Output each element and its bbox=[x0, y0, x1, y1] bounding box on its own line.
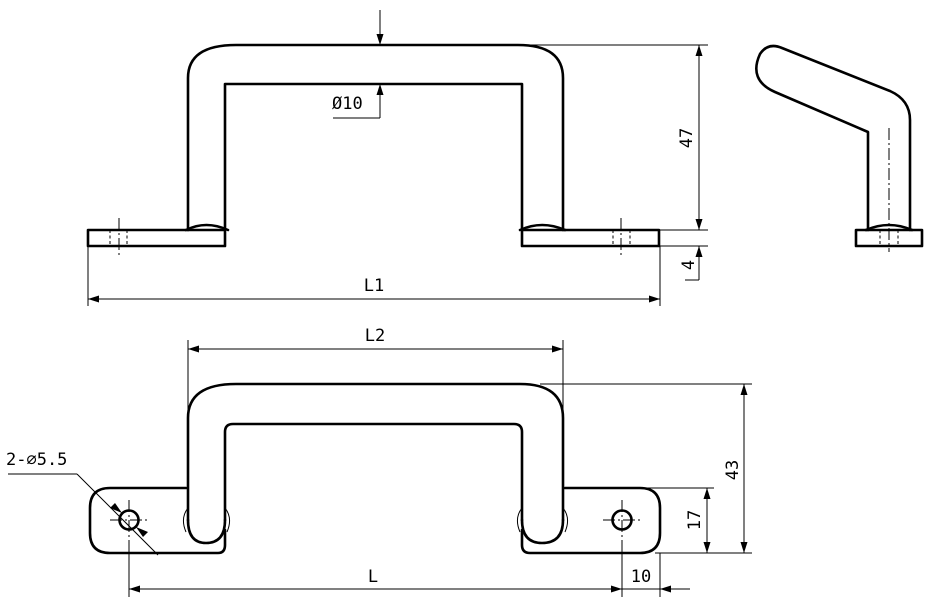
side-handle-outline bbox=[755, 44, 912, 232]
l-dimension: L bbox=[128, 540, 623, 597]
top-base-plate bbox=[88, 486, 662, 555]
top-right-weld-left bbox=[516, 507, 523, 533]
side-weld bbox=[864, 223, 914, 232]
hole-spec-label: 2-⌀5.5 bbox=[6, 450, 67, 470]
diameter-label: Ø10 bbox=[332, 94, 363, 114]
edge-10-dimension: 10 bbox=[622, 553, 690, 597]
l1-dimension: L1 bbox=[87, 246, 661, 306]
hole-spec-leader: 2-⌀5.5 bbox=[6, 450, 159, 556]
l1-label: L1 bbox=[364, 276, 384, 296]
top-handle-outer bbox=[186, 382, 565, 522]
l2-label: L2 bbox=[365, 326, 385, 346]
l-label: L bbox=[368, 567, 378, 587]
front-handle-inner bbox=[223, 82, 524, 230]
front-left-weld bbox=[184, 223, 230, 232]
l2-dimension: L2 bbox=[187, 326, 564, 418]
top-right-leg-end bbox=[520, 518, 565, 545]
foot-17-dimension: 17 bbox=[640, 487, 714, 553]
thickness-label: 4 bbox=[679, 260, 699, 270]
front-right-weld bbox=[518, 223, 567, 232]
side-flange bbox=[854, 228, 924, 248]
foot-17-label: 17 bbox=[685, 510, 705, 530]
top-left-leg-end bbox=[186, 518, 227, 545]
top-right-weld-right bbox=[562, 507, 569, 533]
thickness-dimension: 4 bbox=[660, 245, 708, 281]
top-left-weld-left bbox=[182, 507, 189, 533]
front-handle-outer bbox=[186, 43, 565, 232]
height-47-label: 47 bbox=[677, 128, 697, 148]
side-view bbox=[755, 44, 924, 252]
top-view bbox=[88, 382, 662, 555]
height-47-dimension: 47 bbox=[520, 44, 708, 231]
front-left-flange bbox=[86, 228, 227, 248]
top-handle-inner bbox=[223, 422, 524, 522]
front-view bbox=[86, 43, 661, 258]
front-right-flange bbox=[520, 228, 661, 248]
height-43-label: 43 bbox=[723, 460, 743, 480]
top-left-weld-right bbox=[224, 507, 231, 533]
edge-10-label: 10 bbox=[631, 567, 651, 587]
height-43-dimension: 43 bbox=[540, 383, 752, 554]
diameter-dimension: Ø10 bbox=[332, 10, 384, 119]
